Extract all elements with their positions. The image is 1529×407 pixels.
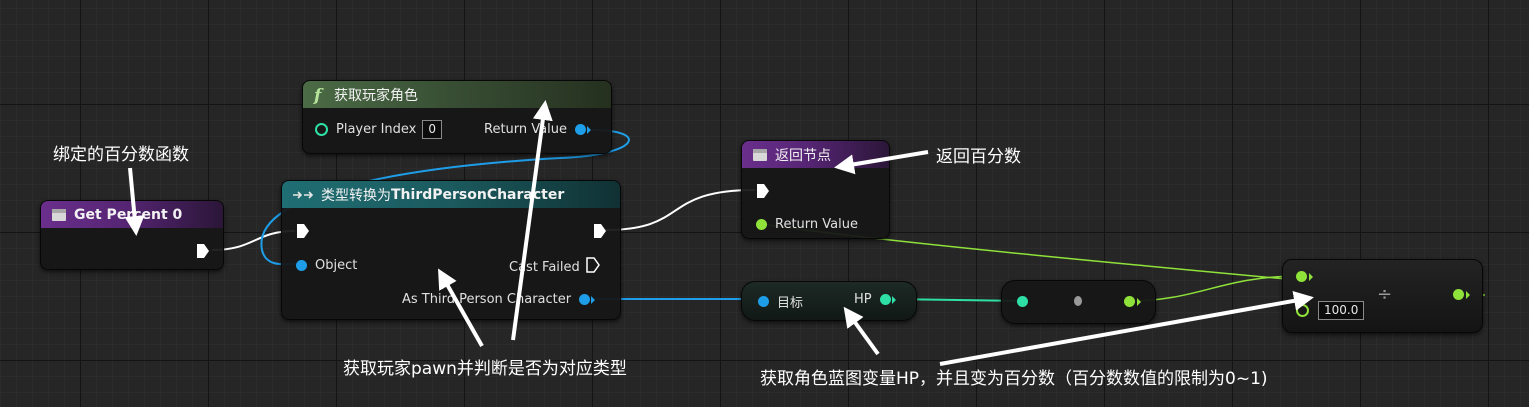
exec-out-pin[interactable] — [196, 243, 210, 263]
as-character-pin[interactable] — [579, 294, 591, 305]
annotation-return-percent: 返回百分数 — [936, 147, 1021, 167]
node-title: 返回节点 — [775, 147, 831, 164]
return-value-pin[interactable] — [756, 219, 767, 230]
exec-out-pin[interactable] — [593, 223, 607, 243]
target-pin[interactable] — [758, 296, 769, 307]
node-return[interactable]: 返回节点 Return Value — [741, 140, 890, 239]
return-value-pin[interactable] — [574, 124, 586, 135]
hp-label: HP — [854, 292, 872, 307]
object-label: Object — [315, 258, 358, 273]
node-header[interactable]: 类型转换为 ThirdPersonCharacter — [282, 181, 620, 208]
as-character-pin-row[interactable]: As Third Person Character — [402, 292, 596, 307]
pin-arrow-icon — [891, 295, 896, 304]
pin-arrow-icon — [1137, 298, 1141, 306]
player-index-input[interactable]: 0 — [422, 120, 443, 139]
node-int-to-float[interactable] — [1001, 280, 1156, 324]
exec-in-pin[interactable] — [756, 183, 770, 203]
return-value-pin-row[interactable]: Return Value — [756, 217, 858, 232]
object-pin-row[interactable]: Object — [296, 258, 357, 273]
node-title-prefix: 类型转换为 — [321, 187, 391, 204]
as-character-label: As Third Person Character — [402, 292, 572, 307]
target-pin-row[interactable]: 目标 — [758, 292, 803, 311]
pin-arrow-icon — [586, 125, 591, 134]
target-label: 目标 — [777, 296, 804, 311]
divide-b-pin[interactable] — [1296, 304, 1309, 317]
object-pin[interactable] — [296, 260, 307, 271]
player-index-pin[interactable] — [315, 123, 328, 136]
node-get-percent[interactable]: Get Percent 0 — [40, 200, 224, 270]
divide-b-pin-row[interactable]: 100.0 — [1296, 301, 1365, 320]
node-divide[interactable]: 100.0 ÷ — [1282, 259, 1483, 333]
cast-failed-label: Cast Failed — [509, 259, 580, 275]
cast-failed-exec-pin[interactable] — [586, 257, 600, 277]
cast-icon — [292, 189, 314, 201]
function-entry-icon — [51, 208, 67, 222]
divide-a-pin[interactable] — [1296, 271, 1307, 282]
divide-out-pin[interactable] — [1453, 289, 1464, 300]
cast-failed-pin-row[interactable]: Cast Failed — [509, 257, 600, 277]
return-node-icon — [752, 148, 768, 162]
conversion-in-pin[interactable] — [1017, 296, 1028, 307]
pin-arrow-icon — [1309, 273, 1313, 281]
node-title: 获取玩家角色 — [334, 87, 418, 104]
node-header[interactable]: Get Percent 0 — [41, 201, 223, 228]
function-icon: f — [313, 86, 327, 104]
conversion-out-pin[interactable] — [1124, 296, 1135, 307]
player-index-pin-row[interactable]: Player Index 0 — [315, 120, 443, 139]
pin-arrow-icon — [591, 295, 596, 304]
node-header[interactable]: 返回节点 — [742, 141, 889, 168]
annotation-get-hp: 获取角色蓝图变量HP，并且变为百分数（百分数数值的限制为0~1) — [760, 369, 1268, 389]
node-get-player-character[interactable]: f 获取玩家角色 Player Index 0 Return Value — [302, 80, 612, 154]
divide-symbol: ÷ — [1377, 284, 1393, 305]
hp-pin[interactable] — [879, 294, 891, 305]
node-get-hp[interactable]: 目标 HP — [741, 281, 917, 321]
node-header[interactable]: f 获取玩家角色 — [303, 81, 611, 108]
svg-text:f: f — [313, 86, 324, 104]
annotation-get-pawn: 获取玩家pawn并判断是否为对应类型 — [343, 359, 627, 379]
player-index-label: Player Index — [336, 122, 417, 137]
hp-pin-row[interactable]: HP — [854, 292, 896, 307]
exec-wire-2 — [604, 189, 756, 231]
return-value-label: Return Value — [484, 122, 567, 137]
return-value-label: Return Value — [775, 217, 858, 232]
annotation-binding: 绑定的百分数函数 — [53, 145, 189, 165]
conversion-dot-icon — [1074, 296, 1082, 306]
node-title: Get Percent 0 — [74, 206, 183, 223]
node-cast-to-third-person[interactable]: 类型转换为 ThirdPersonCharacter Object Cast F… — [281, 180, 621, 320]
exec-in-pin[interactable] — [296, 223, 310, 243]
node-title-class: ThirdPersonCharacter — [391, 186, 565, 203]
divide-b-input[interactable]: 100.0 — [1318, 301, 1365, 320]
pin-arrow-icon — [1466, 291, 1470, 299]
return-value-pin-row[interactable]: Return Value — [484, 122, 591, 137]
